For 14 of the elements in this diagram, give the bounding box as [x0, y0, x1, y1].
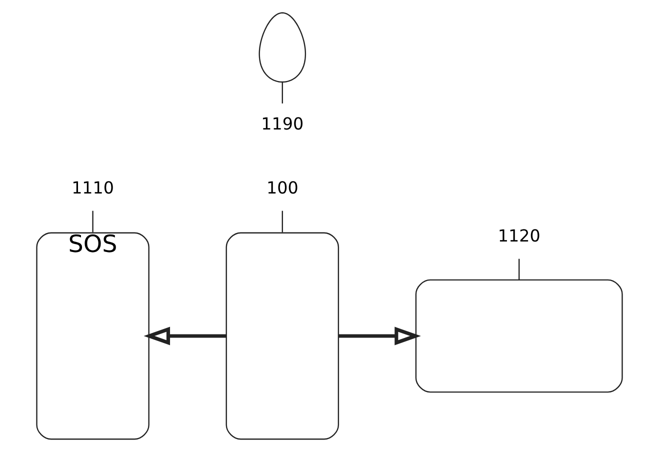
node-box [415, 279, 623, 393]
node-text: 1120 [498, 226, 540, 246]
arrow [338, 326, 421, 346]
connector [518, 258, 520, 280]
node-box: SOS [36, 232, 150, 440]
node-text: 100 [266, 178, 298, 198]
node-text: 1110 [72, 178, 114, 198]
connector [282, 82, 283, 104]
node-text: 1190 [261, 114, 304, 134]
arrow [144, 326, 226, 346]
node-box [226, 232, 340, 440]
connector [92, 210, 94, 232]
node-picture [258, 12, 306, 83]
connector [282, 210, 283, 232]
